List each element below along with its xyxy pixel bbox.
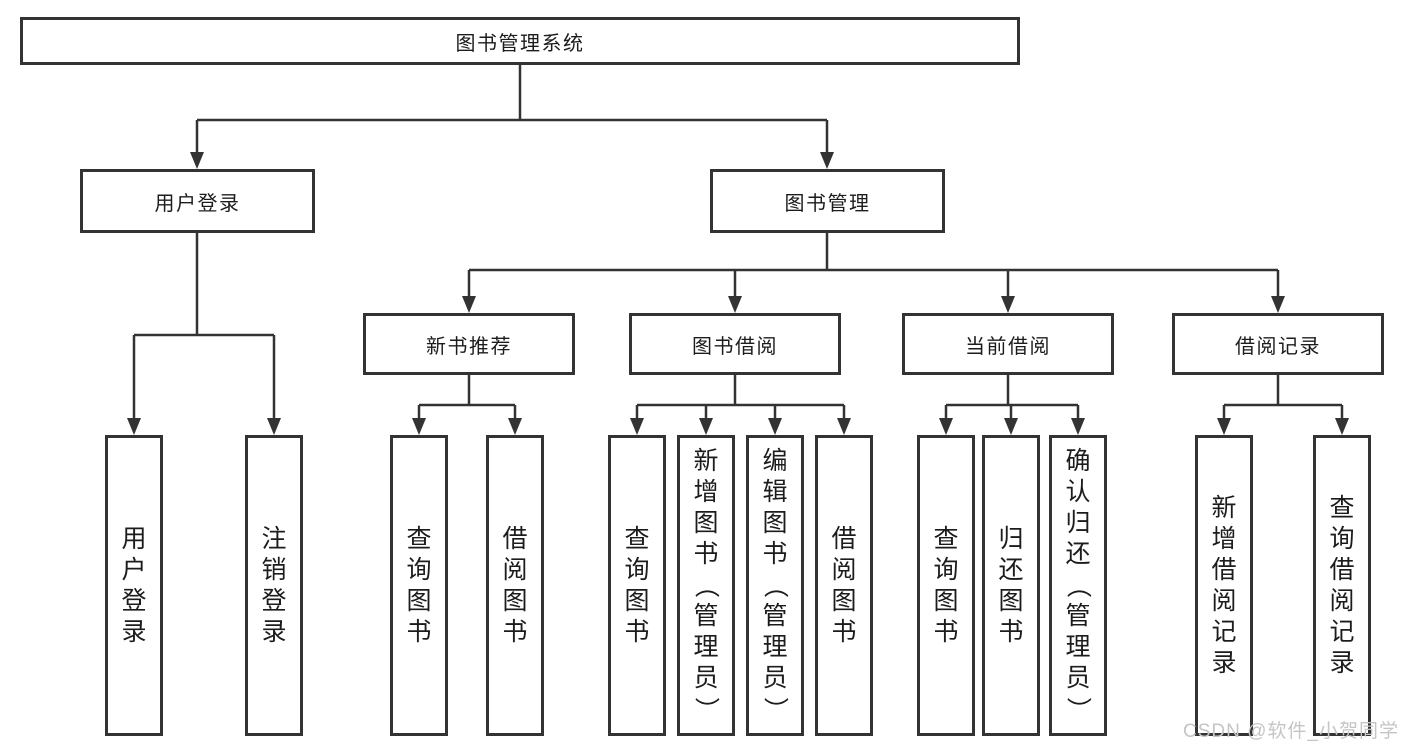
csdn-watermark: CSDN @软件_小贺同学 xyxy=(1183,721,1399,742)
leaf-label: 新增借阅记录 xyxy=(1211,493,1237,677)
leaf-query-books-recommend: 查询图书 xyxy=(390,435,448,736)
leaf-label: 查询图书 xyxy=(406,524,432,646)
leaf-label: 借阅图书 xyxy=(831,524,857,646)
node-user-login: 用户登录 xyxy=(80,169,315,233)
leaf-borrow-books-recommend: 借阅图书 xyxy=(486,435,544,736)
node-book-management: 图书管理 xyxy=(710,169,945,233)
node-current-borrowing: 当前借阅 xyxy=(902,313,1114,375)
node-label: 用户登录 xyxy=(154,192,241,215)
node-root-label: 图书管理系统 xyxy=(455,32,585,55)
leaf-edit-book-admin: 编辑图书（管理员） xyxy=(746,435,804,736)
leaf-label: 归还图书 xyxy=(998,524,1024,646)
node-root-system: 图书管理系统 xyxy=(20,17,1020,65)
leaf-return-books: 归还图书 xyxy=(982,435,1040,736)
leaf-confirm-return-admin: 确认归还（管理员） xyxy=(1049,435,1107,736)
leaf-borrow-books-borrowing: 借阅图书 xyxy=(815,435,873,736)
leaf-label: 查询图书 xyxy=(933,524,959,646)
leaf-label: 查询借阅记录 xyxy=(1329,493,1355,677)
node-label: 图书管理 xyxy=(784,192,871,215)
leaf-user-login: 用户登录 xyxy=(105,435,163,736)
leaf-label: 查询图书 xyxy=(624,524,650,646)
node-label: 新书推荐 xyxy=(426,335,512,358)
leaf-query-borrow-record: 查询借阅记录 xyxy=(1313,435,1371,736)
node-borrowing-records: 借阅记录 xyxy=(1172,313,1384,375)
leaf-label: 用户登录 xyxy=(121,524,147,646)
leaf-add-book-admin: 新增图书（管理员） xyxy=(677,435,735,736)
leaf-label: 确认归还（管理员） xyxy=(1064,447,1093,723)
leaf-add-borrow-record: 新增借阅记录 xyxy=(1195,435,1253,736)
node-book-borrowing: 图书借阅 xyxy=(629,313,841,375)
node-new-book-recommend: 新书推荐 xyxy=(363,313,575,375)
leaf-query-books-borrowing: 查询图书 xyxy=(608,435,666,736)
leaf-label: 编辑图书（管理员） xyxy=(761,447,790,723)
node-label: 图书借阅 xyxy=(692,335,778,358)
node-label: 当前借阅 xyxy=(965,335,1051,358)
leaf-label: 注销登录 xyxy=(261,524,287,646)
leaf-label: 借阅图书 xyxy=(502,524,528,646)
leaf-query-books-current: 查询图书 xyxy=(917,435,975,736)
leaf-label: 新增图书（管理员） xyxy=(692,447,721,723)
leaf-logout: 注销登录 xyxy=(245,435,303,736)
node-label: 借阅记录 xyxy=(1235,335,1321,358)
